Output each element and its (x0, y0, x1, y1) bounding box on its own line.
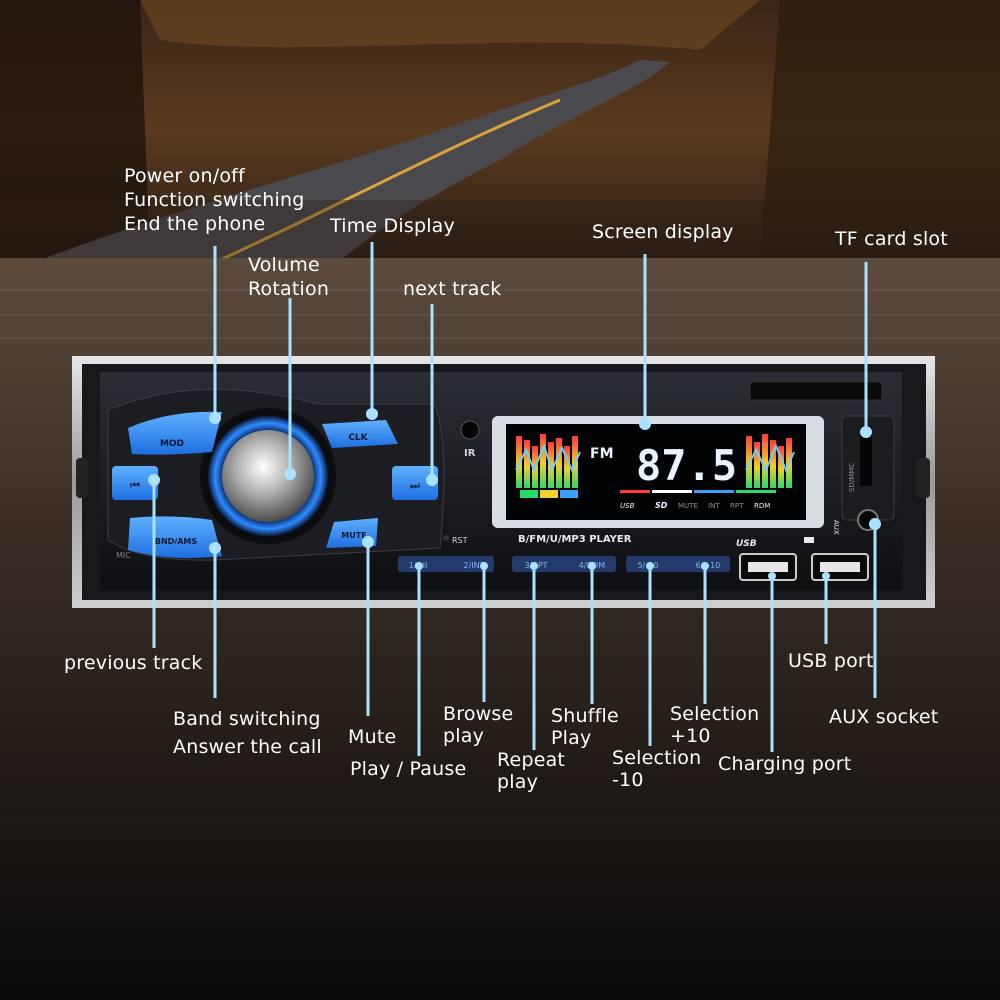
clk-button-label: CLK (348, 433, 368, 443)
frequency-readout: 87.5 (636, 441, 737, 490)
callout-sel-minus-line2: -10 (612, 769, 644, 791)
car-radio: MOD CLK ⏮ ⏭ BND/AMS MUTE MIC IR RST (72, 356, 935, 608)
callout-screen-display: Screen display (592, 221, 734, 243)
callout-repeat-line1: Repeat (497, 749, 566, 771)
volume-knob[interactable] (200, 408, 336, 544)
next-track-button[interactable]: ⏭ (392, 466, 438, 500)
callout-power: Power on/off Function switching End the … (124, 164, 305, 236)
ir-sensor (460, 420, 480, 440)
callout-sel-plus-line2: +10 (670, 725, 711, 747)
usb-label: USB (736, 539, 757, 549)
battery-icon (804, 537, 814, 543)
callout-sel-minus-line1: Selection (612, 747, 702, 769)
callout-mute: Mute (348, 726, 397, 748)
rdm-indicator: RDM (754, 502, 770, 510)
callout-next-track: next track (403, 278, 502, 300)
mute-indicator: MUTE (678, 502, 698, 510)
band-ams-button-label: BND/AMS (155, 537, 198, 546)
rpt-indicator: RPT (730, 502, 744, 510)
eq-bars-right (745, 434, 795, 488)
callout-power-line1: Power on/off (124, 165, 245, 187)
svg-text:2/INT: 2/INT (463, 561, 484, 570)
usb-indicator: USB (620, 502, 635, 510)
mod-button-label: MOD (160, 439, 184, 449)
mod-button[interactable]: MOD (128, 411, 222, 455)
right-release-tab (916, 458, 930, 498)
callout-band: Band switching Answer the call (173, 705, 322, 761)
tf-card-slot[interactable]: SD/MMC (841, 415, 895, 521)
usb-port[interactable] (811, 553, 869, 581)
callout-sel-plus: Selection +10 (670, 703, 759, 747)
callout-band-line1: Band switching (173, 708, 321, 730)
callout-shuffle-line1: Shuffle (551, 705, 619, 727)
callout-usb-port: USB port (788, 650, 874, 672)
callout-volume: Volume Rotation (248, 253, 329, 301)
callout-browse-line2: play (443, 725, 485, 747)
callout-lines (152, 242, 877, 756)
callout-time-display: Time Display (330, 215, 455, 237)
lcd-screen: FM 87.5 USB SD MUTE INT RPT RDM (492, 416, 824, 528)
reset-hole[interactable] (443, 535, 449, 541)
sd-slot-label: SD/MMC (848, 463, 856, 492)
callout-sel-minus: Selection -10 (612, 747, 701, 791)
callout-browse: Browse play (443, 703, 513, 747)
callout-dots (148, 408, 881, 580)
preset-2-int[interactable]: 2/INT (463, 561, 484, 570)
callout-repeat-line2: play (497, 771, 539, 793)
mute-button-label: MUTE (341, 531, 366, 540)
callout-power-line3: End the phone (124, 213, 266, 235)
ir-label: IR (464, 448, 476, 459)
callout-play-pause: Play / Pause (350, 758, 467, 780)
preset-button-group: 1/▶II 2/INT 3/RPT 4/RDM 5/-10 6/+10 (398, 556, 730, 572)
player-label: B/FM/U/MP3 PLAYER (518, 534, 632, 545)
charging-usb-port[interactable] (739, 553, 797, 581)
callout-charging: Charging port (718, 753, 852, 775)
callout-power-line2: Function switching (124, 189, 305, 211)
callout-band-line2: Answer the call (173, 736, 322, 758)
callout-shuffle: Shuffle Play (551, 705, 619, 749)
callout-volume-line1: Volume (248, 254, 320, 276)
band-indicator: FM (590, 446, 614, 462)
sd-indicator: SD (655, 501, 668, 510)
callout-tf-slot: TF card slot (835, 228, 948, 250)
mic-label: MIC (116, 551, 131, 560)
callout-previous-track: previous track (64, 652, 203, 674)
band-ams-button[interactable]: BND/AMS (128, 516, 222, 558)
callout-sel-plus-line1: Selection (670, 703, 760, 725)
rst-label: RST (452, 536, 468, 545)
next-icon: ⏭ (410, 479, 420, 492)
aux-label: AUX (832, 520, 840, 535)
prev-icon: ⏮ (130, 479, 140, 492)
clk-button[interactable]: CLK (322, 420, 398, 448)
eq-bars-left (515, 434, 581, 488)
int-indicator: INT (708, 502, 720, 510)
callout-aux-socket: AUX socket (829, 706, 939, 728)
callout-volume-line2: Rotation (248, 278, 330, 300)
color-strip (520, 490, 776, 498)
callout-browse-line1: Browse (443, 703, 514, 725)
callout-repeat: Repeat play (497, 749, 565, 793)
callout-shuffle-line2: Play (551, 727, 592, 749)
panel-slot (749, 381, 883, 401)
left-release-tab (76, 458, 88, 498)
previous-track-button[interactable]: ⏮ (112, 466, 158, 500)
